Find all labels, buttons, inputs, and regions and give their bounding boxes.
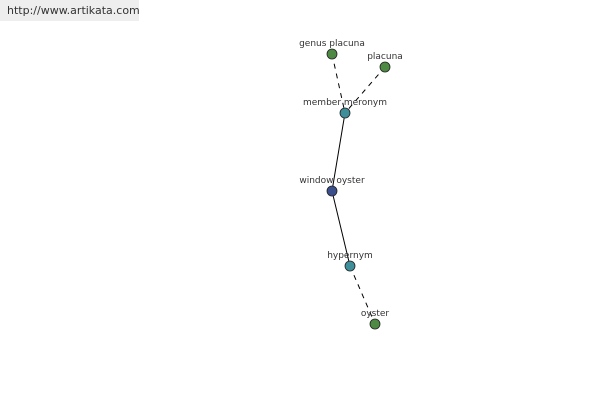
node-label-hypernym[interactable]: hypernym	[327, 251, 373, 261]
nodes-layer	[326, 48, 391, 330]
node-member-meronym[interactable]	[339, 107, 351, 119]
node-label-window-oyster[interactable]: window oyster	[299, 176, 365, 186]
node-label-placuna[interactable]: placuna	[367, 52, 403, 62]
edge-window-oyster-hypernym	[331, 190, 351, 267]
node-genus-placuna[interactable]	[326, 48, 338, 60]
edge-genus-placuna-member-meronym	[331, 53, 346, 114]
node-oyster[interactable]	[369, 318, 381, 330]
url-link[interactable]: http://www.artikata.com	[7, 4, 140, 17]
node-placuna[interactable]	[379, 61, 391, 73]
node-label-member-meronym[interactable]: member meronym	[303, 98, 387, 108]
edge-placuna-member-meronym	[344, 66, 386, 114]
node-label-genus-placuna[interactable]: genus placuna	[299, 39, 365, 49]
edge-hypernym-oyster	[349, 265, 376, 325]
edge-member-meronym-window-oyster	[331, 112, 346, 192]
edges-layer	[331, 53, 386, 325]
url-banner[interactable]: http://www.artikata.com	[0, 0, 140, 21]
node-hypernym[interactable]	[344, 260, 356, 272]
node-window-oyster[interactable]	[326, 185, 338, 197]
node-label-oyster[interactable]: oyster	[361, 309, 390, 319]
